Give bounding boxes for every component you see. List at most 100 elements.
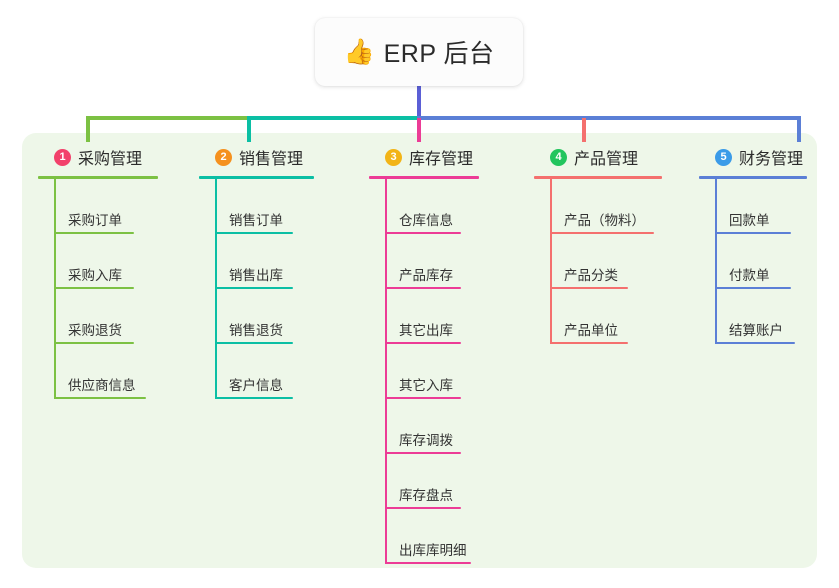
branch-rule-5 bbox=[699, 176, 807, 179]
leaf-rule bbox=[715, 287, 791, 289]
leaf-rule bbox=[715, 342, 795, 344]
branch-header-3[interactable]: 3 库存管理 bbox=[369, 145, 479, 169]
branch-title-5: 财务管理 bbox=[739, 151, 804, 168]
leaf-rule bbox=[385, 397, 461, 399]
leaf-item[interactable]: 采购退货 bbox=[38, 289, 158, 344]
leaf-label: 采购退货 bbox=[68, 323, 122, 338]
root-node-label: ERP 后台 bbox=[383, 40, 495, 68]
leaf-rule bbox=[385, 287, 461, 289]
branch-spine-3 bbox=[385, 179, 387, 564]
root-node[interactable]: 👍 ERP 后台 bbox=[315, 18, 523, 86]
leaf-label: 其它入库 bbox=[399, 378, 453, 393]
leaf-item[interactable]: 销售退货 bbox=[199, 289, 314, 344]
leaf-rule bbox=[385, 232, 461, 234]
leaf-rule bbox=[385, 507, 461, 509]
branch-column-5[interactable]: 5 财务管理 回款单 付款单 结算账户 bbox=[699, 145, 807, 344]
leaf-label: 其它出库 bbox=[399, 323, 453, 338]
branch-items-5: 回款单 付款单 结算账户 bbox=[699, 179, 807, 344]
branch-title-3: 库存管理 bbox=[409, 151, 474, 168]
branch-title-4: 产品管理 bbox=[574, 151, 639, 168]
leaf-label: 仓库信息 bbox=[399, 213, 453, 228]
leaf-item[interactable]: 产品单位 bbox=[534, 289, 662, 344]
leaf-label: 产品（物料） bbox=[564, 213, 645, 228]
branch-spine-2 bbox=[215, 179, 217, 399]
branch-spine-5 bbox=[715, 179, 717, 344]
leaf-label: 供应商信息 bbox=[68, 378, 136, 393]
leaf-rule bbox=[215, 232, 293, 234]
leaf-label: 销售退货 bbox=[229, 323, 283, 338]
branch-items-1: 采购订单 采购入库 采购退货 供应商信息 bbox=[38, 179, 158, 399]
branch-header-5[interactable]: 5 财务管理 bbox=[699, 145, 807, 169]
leaf-item[interactable]: 采购入库 bbox=[38, 234, 158, 289]
leaf-item[interactable]: 产品库存 bbox=[369, 234, 479, 289]
leaf-item[interactable]: 库存盘点 bbox=[369, 454, 479, 509]
branch-header-1[interactable]: 1 采购管理 bbox=[38, 145, 158, 169]
leaf-rule bbox=[715, 232, 791, 234]
leaf-item[interactable]: 库存调拨 bbox=[369, 399, 479, 454]
leaf-item[interactable]: 销售出库 bbox=[199, 234, 314, 289]
leaf-label: 销售出库 bbox=[229, 268, 283, 283]
leaf-item[interactable]: 出库库明细 bbox=[369, 509, 479, 564]
branch-items-2: 销售订单 销售出库 销售退货 客户信息 bbox=[199, 179, 314, 399]
branch-spine-4 bbox=[550, 179, 552, 344]
branch-items-3: 仓库信息 产品库存 其它出库 其它入库 库存调拨 bbox=[369, 179, 479, 564]
leaf-label: 结算账户 bbox=[729, 323, 783, 338]
leaf-item[interactable]: 供应商信息 bbox=[38, 344, 158, 399]
branch-column-4[interactable]: 4 产品管理 产品（物料） 产品分类 产品单位 bbox=[534, 145, 662, 344]
leaf-rule bbox=[385, 342, 461, 344]
leaf-item[interactable]: 其它入库 bbox=[369, 344, 479, 399]
leaf-item[interactable]: 仓库信息 bbox=[369, 179, 479, 234]
leaf-rule bbox=[54, 397, 146, 399]
branch-rule-3 bbox=[369, 176, 479, 179]
leaf-rule bbox=[385, 452, 461, 454]
leaf-rule bbox=[550, 232, 654, 234]
leaf-item[interactable]: 销售订单 bbox=[199, 179, 314, 234]
leaf-label: 出库库明细 bbox=[399, 543, 467, 558]
leaf-rule bbox=[215, 342, 293, 344]
branch-title-2: 销售管理 bbox=[239, 151, 304, 168]
branch-header-2[interactable]: 2 销售管理 bbox=[199, 145, 314, 169]
leaf-rule bbox=[550, 287, 628, 289]
leaf-rule bbox=[385, 562, 471, 564]
branch-column-2[interactable]: 2 销售管理 销售订单 销售出库 销售退货 客户信息 bbox=[199, 145, 314, 399]
leaf-item[interactable]: 采购订单 bbox=[38, 179, 158, 234]
leaf-item[interactable]: 产品（物料） bbox=[534, 179, 662, 234]
leaf-label: 销售订单 bbox=[229, 213, 283, 228]
leaf-label: 付款单 bbox=[729, 268, 770, 283]
branch-header-4[interactable]: 4 产品管理 bbox=[534, 145, 662, 169]
leaf-label: 采购订单 bbox=[68, 213, 122, 228]
leaf-label: 产品单位 bbox=[564, 323, 618, 338]
branch-column-3[interactable]: 3 库存管理 仓库信息 产品库存 其它出库 其它入库 bbox=[369, 145, 479, 564]
leaf-rule bbox=[54, 342, 134, 344]
leaf-item[interactable]: 付款单 bbox=[699, 234, 807, 289]
leaf-item[interactable]: 产品分类 bbox=[534, 234, 662, 289]
leaf-item[interactable]: 其它出库 bbox=[369, 289, 479, 344]
leaf-rule bbox=[54, 232, 134, 234]
leaf-label: 回款单 bbox=[729, 213, 770, 228]
branch-badge-1: 1 bbox=[54, 148, 71, 166]
leaf-label: 产品库存 bbox=[399, 268, 453, 283]
branch-badge-3: 3 bbox=[385, 148, 402, 166]
branch-badge-5: 5 bbox=[715, 148, 732, 166]
branch-spine-1 bbox=[54, 179, 56, 399]
leaf-label: 产品分类 bbox=[564, 268, 618, 283]
leaf-label: 库存调拨 bbox=[399, 433, 453, 448]
leaf-item[interactable]: 回款单 bbox=[699, 179, 807, 234]
branch-rule-2 bbox=[199, 176, 314, 179]
branch-badge-4: 4 bbox=[550, 148, 567, 166]
leaf-item[interactable]: 结算账户 bbox=[699, 289, 807, 344]
branch-rule-4 bbox=[534, 176, 662, 179]
leaf-rule bbox=[215, 397, 293, 399]
thumbs-up-icon: 👍 bbox=[343, 37, 375, 66]
branch-rule-1 bbox=[38, 176, 158, 179]
leaf-rule bbox=[54, 287, 134, 289]
leaf-item[interactable]: 客户信息 bbox=[199, 344, 314, 399]
branch-title-1: 采购管理 bbox=[78, 151, 143, 168]
leaf-rule bbox=[550, 342, 628, 344]
branch-badge-2: 2 bbox=[215, 148, 232, 166]
branch-column-1[interactable]: 1 采购管理 采购订单 采购入库 采购退货 供应商信 bbox=[38, 145, 158, 399]
branch-items-4: 产品（物料） 产品分类 产品单位 bbox=[534, 179, 662, 344]
